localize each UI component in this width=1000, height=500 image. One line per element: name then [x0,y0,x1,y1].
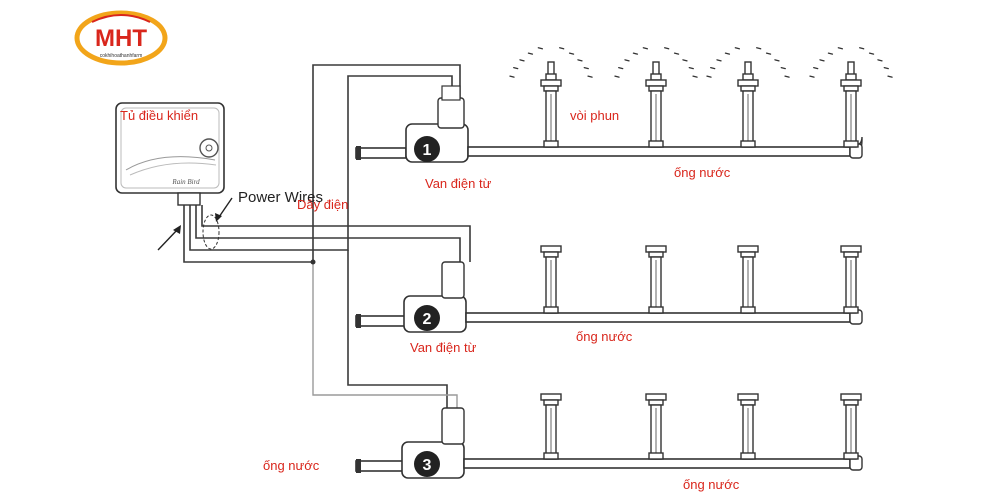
valve-number-2: 2 [423,311,432,328]
controller-box: Rain Bird Tủ điều khiển [115,102,225,206]
lateral-pipe-2 [465,312,851,323]
pipe-label-2: ống nước [576,329,633,344]
spray-pattern [614,47,698,78]
valve-1: 1 [405,85,469,163]
valve-2: 2 [403,261,467,333]
solenoid-2 [441,261,465,299]
sprinkler-head [614,47,698,148]
pipe-label-3: ống nước [683,477,740,492]
pipe-label-1: ống nước [674,165,731,180]
zone-1: 1 Van điện từ ống nước vòi phun [355,47,893,191]
power-wires-text: Power Wires [238,189,323,206]
dial-icon [199,138,219,158]
spray-pattern [509,47,593,78]
sprinkler-head [737,245,759,314]
sprinkler-head [645,393,667,460]
day-dien-label: Dây điện [297,197,348,212]
logo-text: MHT [95,25,147,52]
sprinkler-head [840,393,862,460]
zone-2: 2 Van điện từ ống nước [355,245,863,355]
sprinkler-head [706,47,790,148]
spray-pattern [809,47,893,78]
valve-3: 3 [401,407,465,479]
voi-phun-label: vòi phun [570,108,619,123]
inlet-pipe-2 [355,315,407,327]
valve-badge-3 [414,451,440,477]
lateral-pipe-3 [463,458,851,469]
power-wires-label-1: Power Wires [238,189,323,206]
controller-brand: Rain Bird [171,178,200,186]
inlet-pipe-3 [355,460,405,472]
valve-label-2: Van điện từ [410,340,477,355]
controller-label: Tủ điều khiển [120,108,198,123]
lateral-pipe-1 [467,146,851,157]
logo-subtext: cokhihoathanhfarm [100,53,143,59]
valve-badge-2 [414,305,440,331]
sprinkler-head [737,393,759,460]
valve-badge-1 [414,136,440,162]
wires [157,64,471,408]
inlet-pipe-1 [355,147,407,159]
sprinkler-head [809,47,893,148]
brand-logo: MHT cokhihoathanhfarm [74,10,168,66]
sprinkler-head [540,245,562,314]
valve-label-3: ống nước [263,458,320,473]
spray-pattern [706,47,790,78]
sprinkler-head [840,245,862,314]
valve-number-1: 1 [423,142,432,159]
valve-number-3: 3 [423,457,432,474]
valve-label-1: Van điện từ [425,176,492,191]
zone-3: 3 ống nước ống nước [263,393,863,492]
sprinkler-head [645,245,667,314]
solenoid-1 [437,97,465,129]
sprinkler-head [540,393,562,460]
sprinkler-head [509,47,593,148]
solenoid-3 [441,407,465,445]
